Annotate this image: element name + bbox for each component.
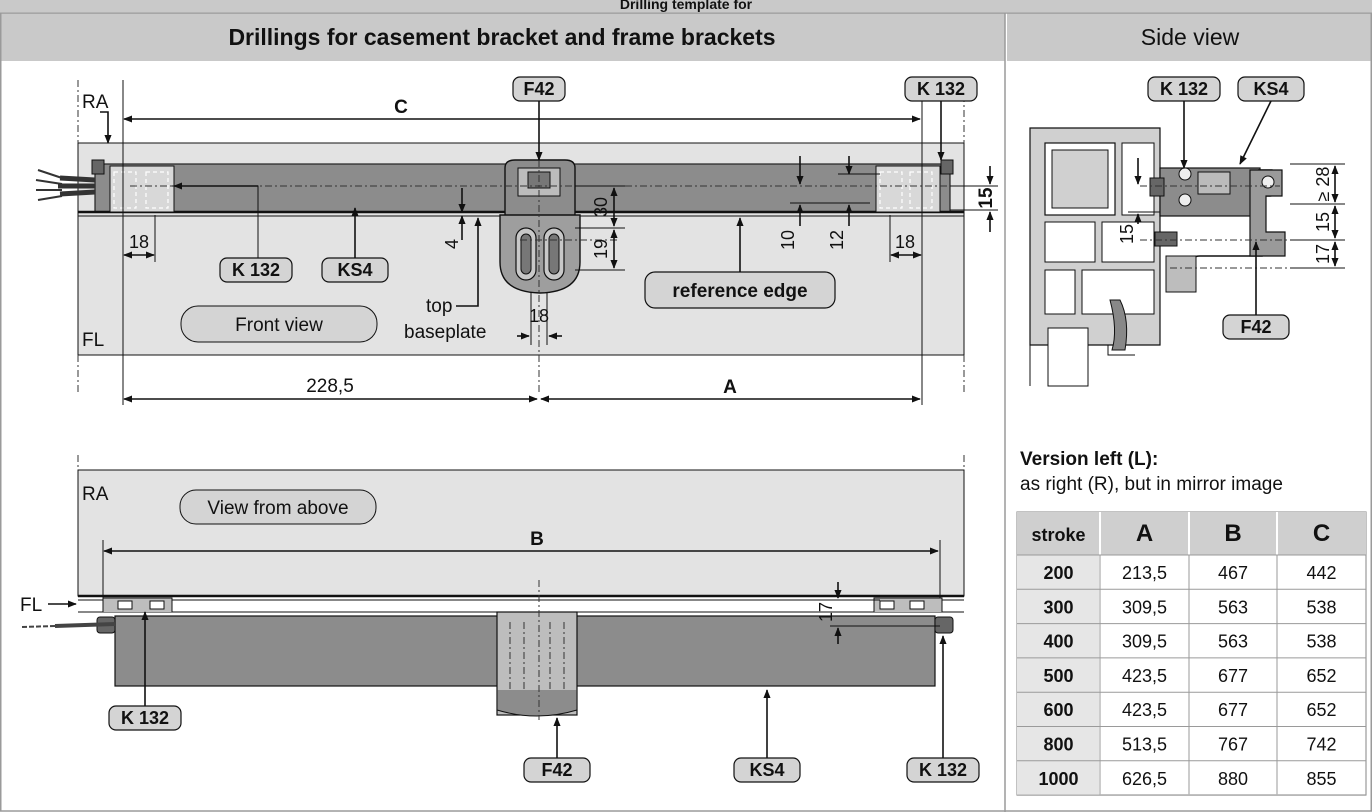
dim-12: 12 <box>827 230 847 250</box>
front-left-k132-bracket <box>109 165 175 213</box>
top-title-bar <box>0 0 1372 12</box>
table-cell: 767 <box>1218 735 1248 755</box>
above-f42-tag-text: F42 <box>541 760 572 780</box>
dim-a-label: A <box>723 377 737 398</box>
above-ra-label: RA <box>82 484 109 505</box>
side-f42-bracket <box>1249 169 1286 257</box>
front-fl-label: FL <box>82 330 104 351</box>
table-cell: 467 <box>1218 563 1248 583</box>
front-view-title-badge <box>180 305 378 343</box>
front-k132-mid-tag-text: K 132 <box>232 260 280 280</box>
table-stroke-cell: 400 <box>1043 632 1073 652</box>
table-cell: 423,5 <box>1122 666 1167 686</box>
version-note-line1: Version left (L): <box>1020 449 1158 470</box>
front-ra-label: RA <box>82 92 109 113</box>
table-cell: 855 <box>1306 769 1336 789</box>
dim-10: 10 <box>778 230 798 250</box>
table-cell: 563 <box>1218 597 1248 617</box>
table-cell: 652 <box>1306 666 1336 686</box>
side-dim-15b: 15 <box>1117 224 1137 244</box>
dim-b-label: B <box>530 529 544 550</box>
front-ks4-tag-text: KS4 <box>337 260 372 280</box>
table-stroke-cell: 500 <box>1043 666 1073 686</box>
dim-19: 19 <box>591 239 611 259</box>
front-view-title: Front view <box>235 315 323 336</box>
dim-c-label: C <box>394 97 408 118</box>
above-fl-label: FL <box>20 595 42 616</box>
dim-18-center: 18 <box>529 306 549 326</box>
top-baseplate-line1: top <box>426 296 452 317</box>
table-stroke-cell: 800 <box>1043 735 1073 755</box>
side-dim-17: 17 <box>1313 244 1333 264</box>
table-cell: 880 <box>1218 769 1248 789</box>
table-cell: 742 <box>1306 735 1336 755</box>
front-ks4-tag <box>321 257 389 283</box>
reference-edge-text: reference edge <box>672 281 807 302</box>
panel-left-title: Drillings for casement bracket and frame… <box>228 24 775 50</box>
side-dim-15a: 15 <box>1313 212 1333 232</box>
side-k132-tag-text: K 132 <box>1160 79 1208 99</box>
front-k132-top-tag-text: K 132 <box>917 79 965 99</box>
table-cell: 677 <box>1218 666 1248 686</box>
front-f42-tag-text: F42 <box>523 79 554 99</box>
stroke-table: stroke A B C 200 213,5 467 442 300 309,5 563 538 400… <box>1016 511 1367 796</box>
above-view-panel <box>77 469 965 597</box>
front-k132-mid-tag <box>219 257 293 283</box>
table-cell: 442 <box>1306 563 1336 583</box>
version-note-line2: as right (R), but in mirror image <box>1020 474 1283 495</box>
side-dim-ge28: ≥ 28 <box>1313 167 1333 202</box>
above-ks4-tag-text: KS4 <box>749 760 784 780</box>
table-cell: 538 <box>1306 632 1336 652</box>
side-f42-tag-text: F42 <box>1240 317 1271 337</box>
table-header-row <box>1017 512 1366 555</box>
table-cell: 309,5 <box>1122 597 1167 617</box>
table-cell: 563 <box>1218 632 1248 652</box>
table-stroke-cell: 600 <box>1043 700 1073 720</box>
table-stroke-cell: 1000 <box>1038 769 1078 789</box>
table-cell: 677 <box>1218 700 1248 720</box>
panel-left-header <box>0 13 1005 61</box>
dim-18-left: 18 <box>129 232 149 252</box>
table-cell: 213,5 <box>1122 563 1167 583</box>
above-view-title-badge <box>179 489 377 525</box>
table-header-b: B <box>1224 520 1241 547</box>
above-cable <box>21 625 56 628</box>
dim-17-above: 17 <box>816 602 836 622</box>
panel-right-header <box>1007 13 1372 61</box>
table-cell: 652 <box>1306 700 1336 720</box>
front-right-k132-bracket <box>875 165 941 213</box>
table-header-c: C <box>1313 520 1330 547</box>
table-cell: 309,5 <box>1122 632 1167 652</box>
table-cell: 423,5 <box>1122 700 1167 720</box>
top-title-partial: Drilling template for <box>620 0 753 12</box>
table-header-stroke: stroke <box>1031 525 1085 545</box>
panel-right-title: Side view <box>1141 24 1240 50</box>
table-stroke-cell: 300 <box>1043 597 1073 617</box>
dim-18-right: 18 <box>895 232 915 252</box>
dim-4: 4 <box>442 239 462 249</box>
table-header-a: A <box>1136 520 1153 547</box>
above-view-title: View from above <box>207 498 348 519</box>
top-baseplate-line2: baseplate <box>404 322 486 343</box>
side-view: K 132 KS4 F42 ≥ 28 15 17 15 <box>1029 76 1345 387</box>
above-k132-left-tag-text: K 132 <box>121 708 169 728</box>
dim-15: 15 <box>976 187 997 209</box>
cable-wires <box>35 169 63 201</box>
table-cell: 513,5 <box>1122 735 1167 755</box>
table-cell: 626,5 <box>1122 769 1167 789</box>
table-stroke-cell: 200 <box>1043 563 1073 583</box>
front-view: C RA FL F42 K 132 18 18 K 132 KS4 <box>35 76 998 405</box>
table-cell: 538 <box>1306 597 1336 617</box>
dim-228-label: 228,5 <box>306 376 354 397</box>
dim-30: 30 <box>591 197 611 217</box>
above-view: RA View from above B FL <box>20 455 980 783</box>
above-k132-right-tag-text: K 132 <box>919 760 967 780</box>
side-ks4-tag-text: KS4 <box>1253 79 1288 99</box>
